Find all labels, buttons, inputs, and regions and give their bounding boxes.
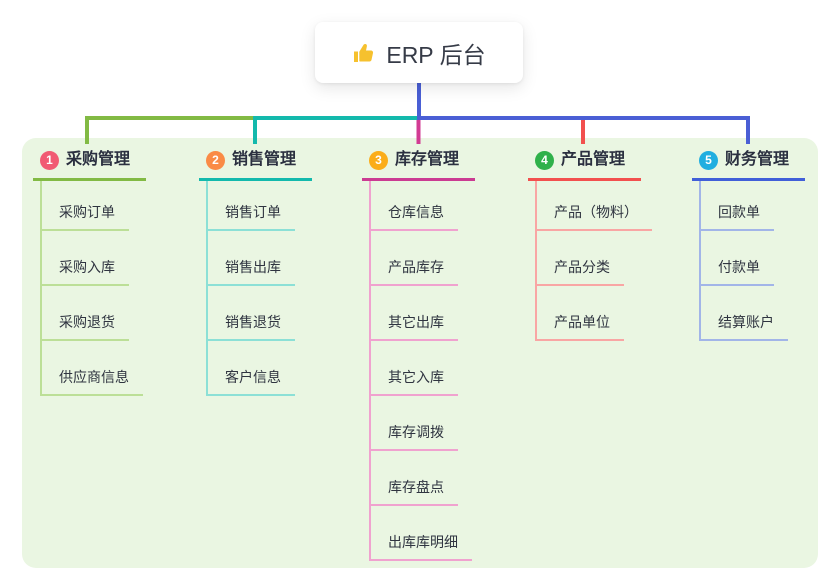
node-item[interactable]: 库存盘点: [371, 451, 458, 506]
branch-header-purchase[interactable]: 1 采购管理: [33, 148, 147, 181]
root-node-erp[interactable]: ERP 后台: [315, 22, 523, 83]
thumbs-up-icon: [352, 41, 376, 65]
node-item[interactable]: 付款单: [701, 231, 774, 286]
connector-sales: [253, 116, 419, 144]
branch-items: 仓库信息 产品库存 其它出库 其它入库 库存调拨 库存盘点 出库库明细: [369, 181, 475, 561]
connector-purchase: [85, 116, 255, 144]
node-item[interactable]: 采购订单: [42, 181, 129, 231]
branch-number-badge: 2: [206, 150, 225, 170]
branch-label: 采购管理: [66, 151, 131, 168]
branch-number-badge: 1: [40, 150, 59, 170]
branch-inventory: 3 库存管理 仓库信息 产品库存 其它出库 其它入库 库存调拨 库存盘点 出库库…: [362, 148, 476, 561]
node-item[interactable]: 结算账户: [701, 286, 788, 341]
branch-items: 产品（物料） 产品分类 产品单位: [535, 181, 652, 341]
node-item[interactable]: 回款单: [701, 181, 774, 231]
node-item[interactable]: 仓库信息: [371, 181, 458, 231]
branch-items: 采购订单 采购入库 采购退货 供应商信息: [40, 181, 146, 396]
connector-finance: [417, 116, 750, 144]
branch-label: 销售管理: [232, 151, 297, 168]
node-item[interactable]: 出库库明细: [371, 506, 472, 561]
branch-number-badge: 4: [535, 150, 554, 170]
branch-items: 回款单 付款单 结算账户: [699, 181, 805, 341]
branch-header-sales[interactable]: 2 销售管理: [199, 148, 313, 181]
node-item[interactable]: 客户信息: [208, 341, 295, 396]
branch-number-badge: 5: [699, 150, 718, 170]
node-item[interactable]: 其它入库: [371, 341, 458, 396]
branch-number-badge: 3: [369, 150, 388, 170]
branch-header-inventory[interactable]: 3 库存管理: [362, 148, 476, 181]
branch-product: 4 产品管理 产品（物料） 产品分类 产品单位: [528, 148, 652, 341]
branch-items: 销售订单 销售出库 销售退货 客户信息: [206, 181, 312, 396]
branch-label: 库存管理: [395, 151, 460, 168]
node-item[interactable]: 产品分类: [537, 231, 624, 286]
branch-purchase: 1 采购管理 采购订单 采购入库 采购退货 供应商信息: [33, 148, 147, 396]
node-item[interactable]: 销售订单: [208, 181, 295, 231]
node-item[interactable]: 产品单位: [537, 286, 624, 341]
branches-panel: [22, 138, 818, 568]
branch-label: 产品管理: [561, 151, 626, 168]
node-item[interactable]: 销售出库: [208, 231, 295, 286]
node-item[interactable]: 其它出库: [371, 286, 458, 341]
root-label: ERP 后台: [386, 41, 486, 68]
branch-sales: 2 销售管理 销售订单 销售出库 销售退货 客户信息: [199, 148, 313, 396]
branch-finance: 5 财务管理 回款单 付款单 结算账户: [692, 148, 806, 341]
node-item[interactable]: 库存调拨: [371, 396, 458, 451]
node-item[interactable]: 销售退货: [208, 286, 295, 341]
node-item[interactable]: 采购入库: [42, 231, 129, 286]
branch-header-product[interactable]: 4 产品管理: [528, 148, 642, 181]
node-item[interactable]: 供应商信息: [42, 341, 143, 396]
node-item[interactable]: 产品（物料）: [537, 181, 652, 231]
branch-label: 财务管理: [725, 151, 790, 168]
node-item[interactable]: 产品库存: [371, 231, 458, 286]
node-item[interactable]: 采购退货: [42, 286, 129, 341]
branch-header-finance[interactable]: 5 财务管理: [692, 148, 806, 181]
